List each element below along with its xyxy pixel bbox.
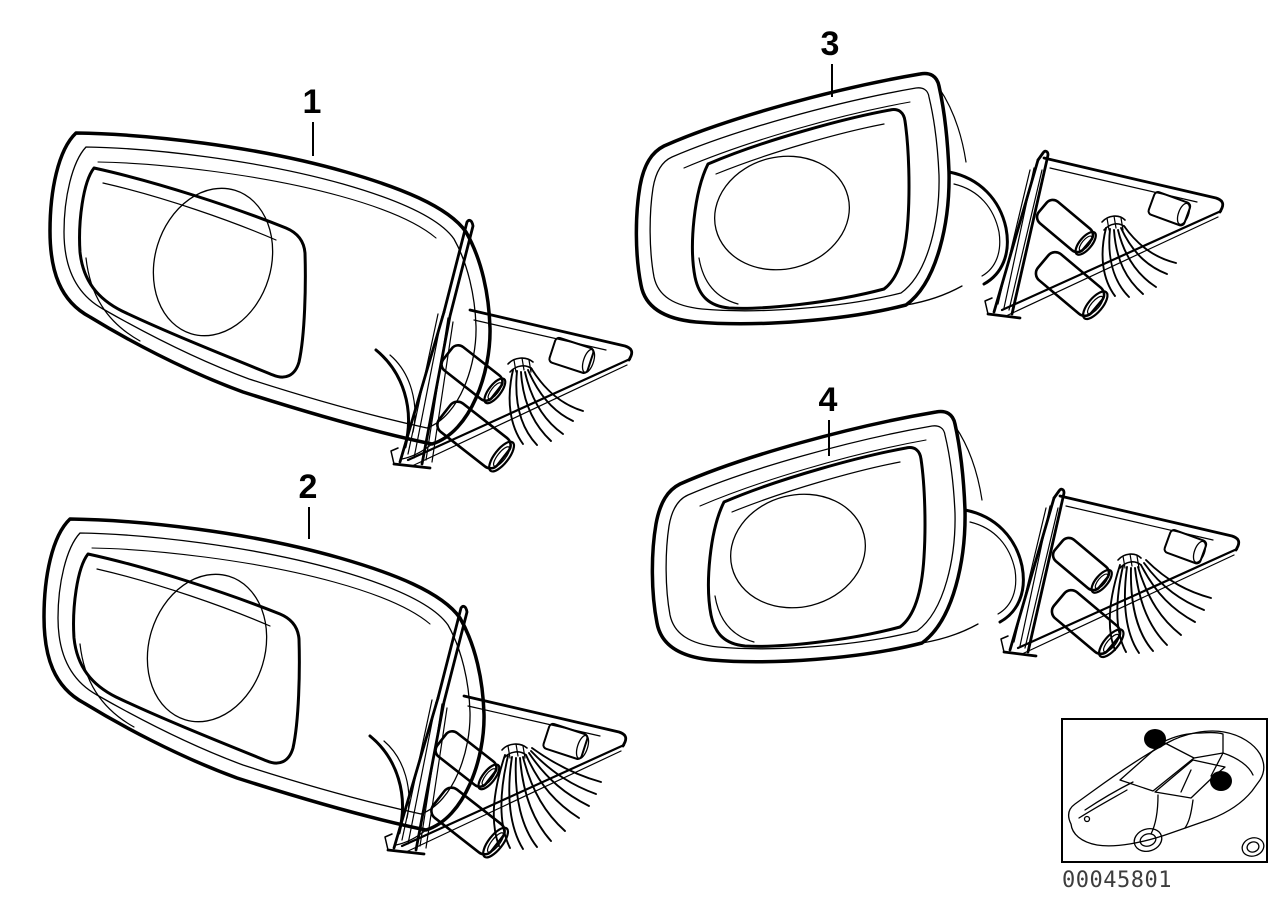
- callout-4-label: 4: [818, 381, 838, 419]
- callout-4-leader-line: [828, 420, 830, 456]
- mirror-position-marker-left: [1144, 729, 1166, 749]
- mirror-4-line-art: [650, 409, 1241, 664]
- part-number-label: 00045801: [1062, 868, 1172, 893]
- callout-2-label: 2: [298, 468, 318, 506]
- callout-1[interactable]: 1: [303, 83, 322, 121]
- callout-1-leader-line: [312, 122, 314, 156]
- mirror-assembly-drawing-3: [632, 58, 1232, 368]
- car-icon: [1068, 729, 1265, 857]
- callout-3-leader-line: [831, 64, 833, 97]
- mirror-3-line-art: [634, 71, 1225, 326]
- callout-4[interactable]: 4: [819, 381, 838, 419]
- mirror-assembly-drawing-4: [648, 396, 1248, 706]
- mirror-position-marker-right: [1210, 771, 1232, 791]
- mirror-2-line-art: [42, 517, 628, 863]
- callout-3[interactable]: 3: [821, 25, 840, 63]
- mirror-1-line-art: [48, 131, 634, 477]
- mirror-assembly-drawing-1: [46, 110, 646, 480]
- callout-3-label: 3: [820, 25, 840, 63]
- mirror-assembly-drawing-2: [40, 496, 640, 866]
- car-location-box: [1061, 718, 1268, 863]
- callout-1-label: 1: [302, 83, 322, 121]
- callout-2[interactable]: 2: [299, 468, 318, 506]
- callout-2-leader-line: [308, 507, 310, 539]
